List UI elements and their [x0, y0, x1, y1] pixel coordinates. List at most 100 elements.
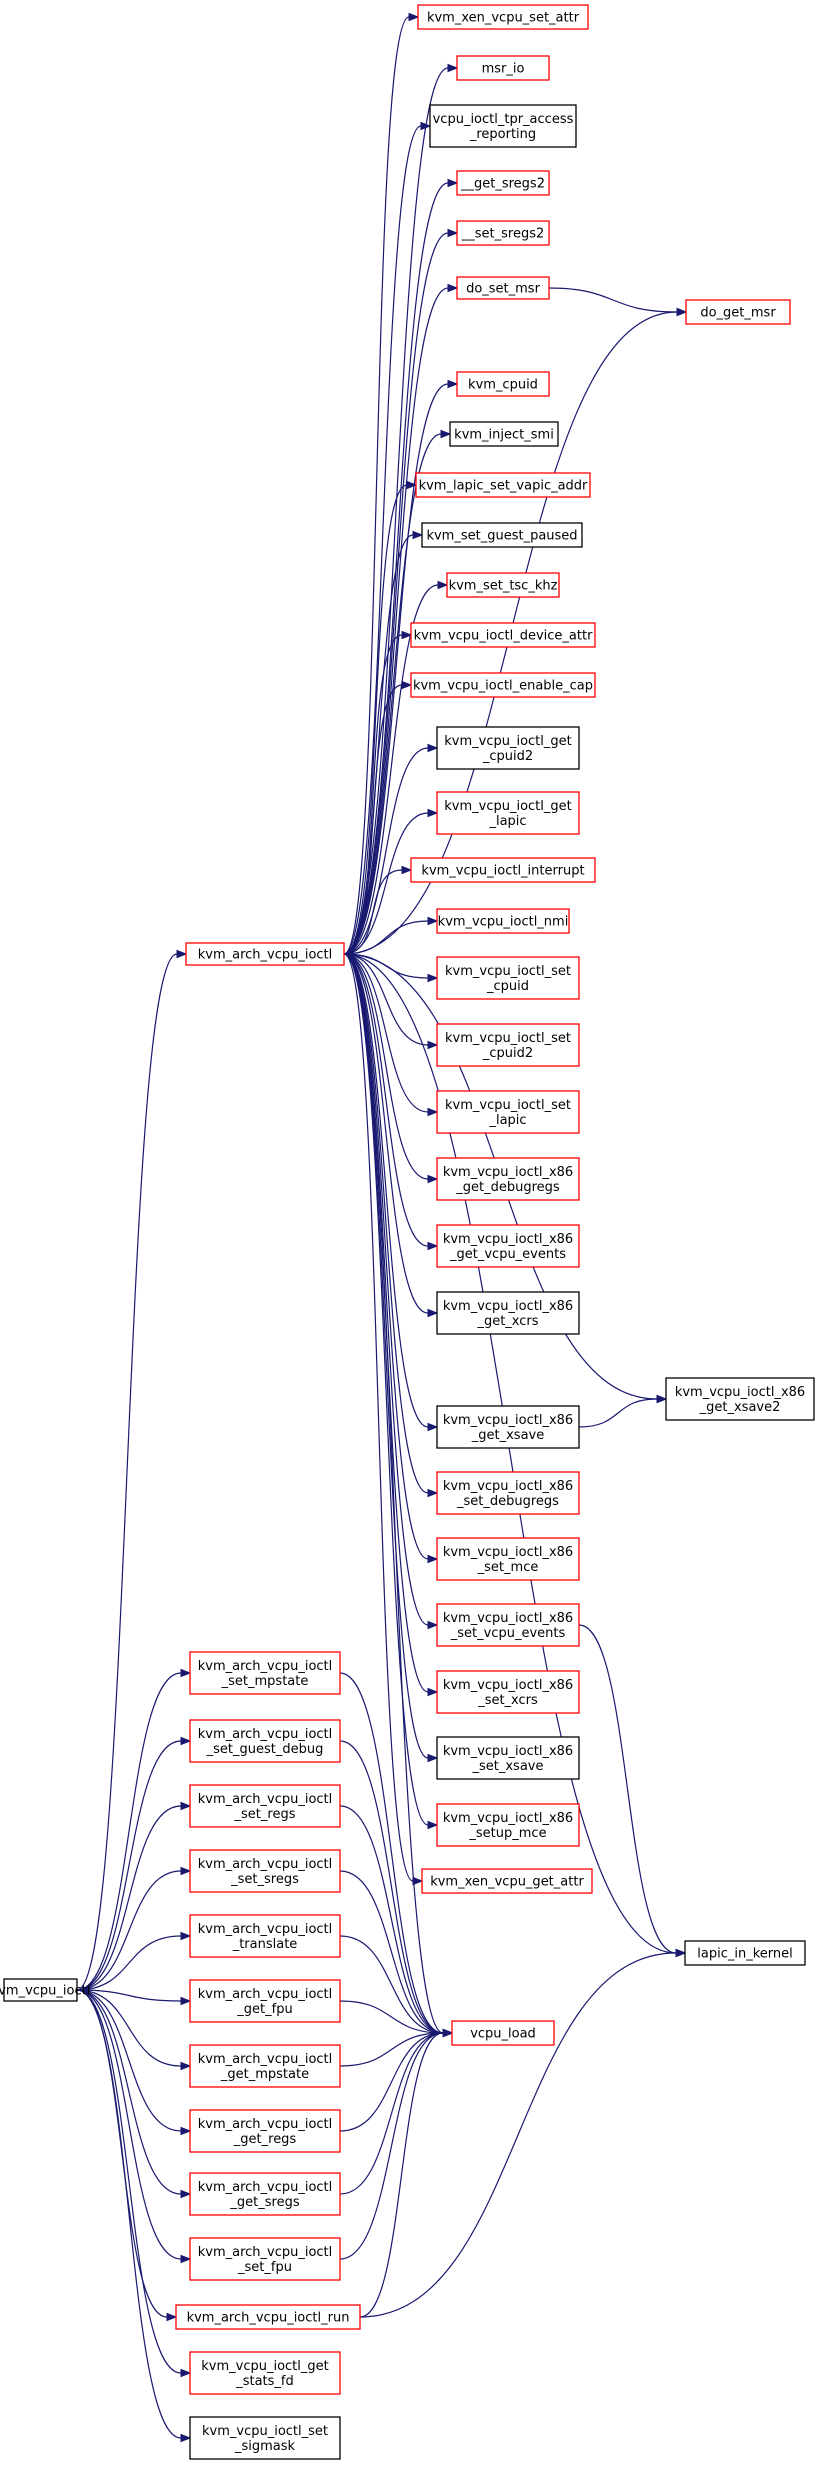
node-setvcpuevents[interactable]: kvm_vcpu_ioctl_x86_set_vcpu_events — [436, 1603, 580, 1647]
node-getlapic[interactable]: kvm_vcpu_ioctl_get_lapic — [436, 791, 580, 835]
node-box — [436, 791, 580, 835]
node-msrio[interactable]: msr_io — [456, 55, 550, 81]
node-label: kvm_arch_vcpu_ioctl — [198, 1727, 333, 1742]
edge-arch-to-tpr — [343, 121, 432, 955]
edge-line — [343, 584, 439, 955]
node-enablecap[interactable]: kvm_vcpu_ioctl_enable_cap — [410, 672, 596, 698]
node-interrupt[interactable]: kvm_vcpu_ioctl_interrupt — [410, 857, 596, 883]
edge-arch-to-dosetmsr — [343, 283, 459, 955]
node-box — [456, 55, 550, 81]
node-label: _lapic — [488, 1113, 526, 1128]
edge-line — [343, 953, 429, 1113]
node-getxsave: kvm_vcpu_ioctl_x86_get_xsave — [436, 1405, 580, 1449]
node-label: lapic_in_kernel — [697, 1947, 792, 1962]
node-box — [189, 1979, 341, 2023]
edge-line — [343, 953, 414, 1882]
edge-arch-to-smi — [343, 429, 452, 955]
node-statsfd[interactable]: kvm_vcpu_ioctl_get_stats_fd — [189, 2351, 341, 2395]
node-setmpstate[interactable]: kvm_arch_vcpu_ioctl_set_mpstate — [189, 1651, 341, 1695]
node-setfpu[interactable]: kvm_arch_vcpu_ioctl_set_fpu — [189, 2237, 341, 2281]
edge-line — [76, 1989, 182, 2067]
node-tsc[interactable]: kvm_set_tsc_khz — [446, 572, 560, 598]
node-xenget[interactable]: kvm_xen_vcpu_get_attr — [421, 1868, 593, 1894]
node-tpr: vcpu_ioctl_tpr_access_reporting — [429, 104, 577, 148]
node-run[interactable]: kvm_arch_vcpu_ioctl_run — [175, 2304, 361, 2330]
node-setsregs[interactable]: kvm_arch_vcpu_ioctl_set_sregs — [189, 1849, 341, 1893]
node-setsregs2[interactable]: __set_sregs2 — [456, 220, 550, 246]
node-getfpu[interactable]: kvm_arch_vcpu_ioctl_get_fpu — [189, 1979, 341, 2023]
edge-line — [343, 953, 429, 1314]
edge-arch-to-vapic — [343, 480, 418, 955]
node-label: __get_sregs2 — [460, 177, 545, 192]
edge-arrowhead — [401, 630, 413, 640]
edge-root-to-setfpu — [76, 1989, 192, 2264]
node-box — [3, 1978, 78, 2002]
node-setregs[interactable]: kvm_arch_vcpu_ioctl_set_regs — [189, 1784, 341, 1828]
node-arch[interactable]: kvm_arch_vcpu_ioctl — [185, 942, 345, 966]
edge-line — [343, 953, 444, 2034]
edge-setvcpuevents-to-lapicinkernel — [578, 1624, 687, 1958]
node-getsregs[interactable]: kvm_arch_vcpu_ioctl_get_sregs — [189, 2172, 341, 2216]
edge-run-to-vcpuload — [359, 2028, 454, 2318]
node-xenset[interactable]: kvm_xen_vcpu_set_attr — [417, 4, 589, 30]
node-label: kvm_vcpu_ioctl_x86 — [443, 1232, 573, 1247]
node-getdebugregs[interactable]: kvm_vcpu_ioctl_x86_get_debugregs — [436, 1157, 580, 1201]
node-dosetmsr[interactable]: do_set_msr — [456, 276, 550, 300]
edge-line — [343, 920, 429, 955]
edge-line — [343, 747, 429, 955]
node-box — [189, 2109, 341, 2153]
edge-arrowhead — [427, 1554, 439, 1564]
node-box — [436, 908, 570, 934]
edge-arrowhead — [412, 530, 424, 540]
edge-arrowhead — [447, 283, 459, 293]
edge-line — [578, 1398, 658, 1428]
node-label: _set_regs — [234, 1807, 296, 1822]
node-label: vcpu_load — [470, 2027, 536, 2042]
node-setlapic[interactable]: kvm_vcpu_ioctl_set_lapic — [436, 1090, 580, 1134]
node-nmi[interactable]: kvm_vcpu_ioctl_nmi — [436, 908, 570, 934]
node-setguestdebug[interactable]: kvm_arch_vcpu_ioctl_set_guest_debug — [189, 1719, 341, 1763]
node-devattr[interactable]: kvm_vcpu_ioctl_device_attr — [410, 622, 596, 648]
node-setcpuid2[interactable]: kvm_vcpu_ioctl_set_cpuid2 — [436, 1023, 580, 1067]
node-setxcrs[interactable]: kvm_vcpu_ioctl_x86_set_xcrs — [436, 1670, 580, 1714]
node-box — [410, 622, 596, 648]
edge-root-to-run — [76, 1989, 178, 2322]
node-vcpuload[interactable]: vcpu_load — [451, 2020, 555, 2046]
edge-line — [339, 2000, 444, 2034]
node-box — [189, 1784, 341, 1828]
edge-arch-to-getxsave — [343, 953, 439, 1432]
edge-arch-to-getxcrs — [343, 953, 439, 1318]
node-dogetmsr[interactable]: do_get_msr — [685, 299, 791, 325]
node-root: kvm_vcpu_ioctl — [0, 1978, 90, 2002]
node-getxcrs: kvm_vcpu_ioctl_x86_get_xcrs — [436, 1291, 580, 1335]
node-label: kvm_arch_vcpu_ioctl — [198, 2117, 333, 2132]
node-getregs[interactable]: kvm_arch_vcpu_ioctl_get_regs — [189, 2109, 341, 2153]
node-label: _set_sregs — [230, 1872, 299, 1887]
edge-arrowhead — [427, 1422, 439, 1432]
node-label: _set_vcpu_events — [450, 1626, 566, 1641]
node-label: _setup_mce — [468, 1826, 546, 1841]
node-lapicinkernel: lapic_in_kernel — [684, 1940, 806, 1966]
node-setcpuid[interactable]: kvm_vcpu_ioctl_set_cpuid — [436, 956, 580, 1000]
node-label: kvm_vcpu_ioctl_set — [445, 1098, 571, 1113]
node-label: vcpu_ioctl_tpr_access — [433, 112, 574, 127]
node-translate[interactable]: kvm_arch_vcpu_ioctl_translate — [189, 1914, 341, 1958]
edge-arrowhead — [180, 1801, 192, 1811]
node-label: kvm_vcpu_ioctl_device_attr — [414, 629, 594, 644]
edge-arch-to-setcpuid2 — [343, 953, 439, 1050]
node-box — [451, 2020, 555, 2046]
edge-line — [76, 1989, 182, 2002]
edge-setfpu-to-vcpuload — [339, 2028, 454, 2260]
node-cpuid[interactable]: kvm_cpuid — [456, 371, 550, 397]
node-vapic[interactable]: kvm_lapic_set_vapic_addr — [415, 472, 591, 498]
edge-line — [76, 1870, 182, 1991]
node-setdebugregs[interactable]: kvm_vcpu_ioctl_x86_set_debugregs — [436, 1471, 580, 1515]
node-getvcpuevents[interactable]: kvm_vcpu_ioctl_x86_get_vcpu_events — [436, 1224, 580, 1268]
node-getmpstate[interactable]: kvm_arch_vcpu_ioctl_get_mpstate — [189, 2044, 341, 2088]
node-getsregs2[interactable]: __get_sregs2 — [456, 170, 550, 196]
node-box — [436, 1537, 580, 1581]
edge-root-to-getmpstate — [76, 1989, 192, 2071]
node-label: kvm_vcpu_ioctl_set — [445, 1031, 571, 1046]
node-setmce[interactable]: kvm_vcpu_ioctl_x86_set_mce — [436, 1537, 580, 1581]
node-setupmce[interactable]: kvm_vcpu_ioctl_x86_setup_mce — [436, 1803, 580, 1847]
